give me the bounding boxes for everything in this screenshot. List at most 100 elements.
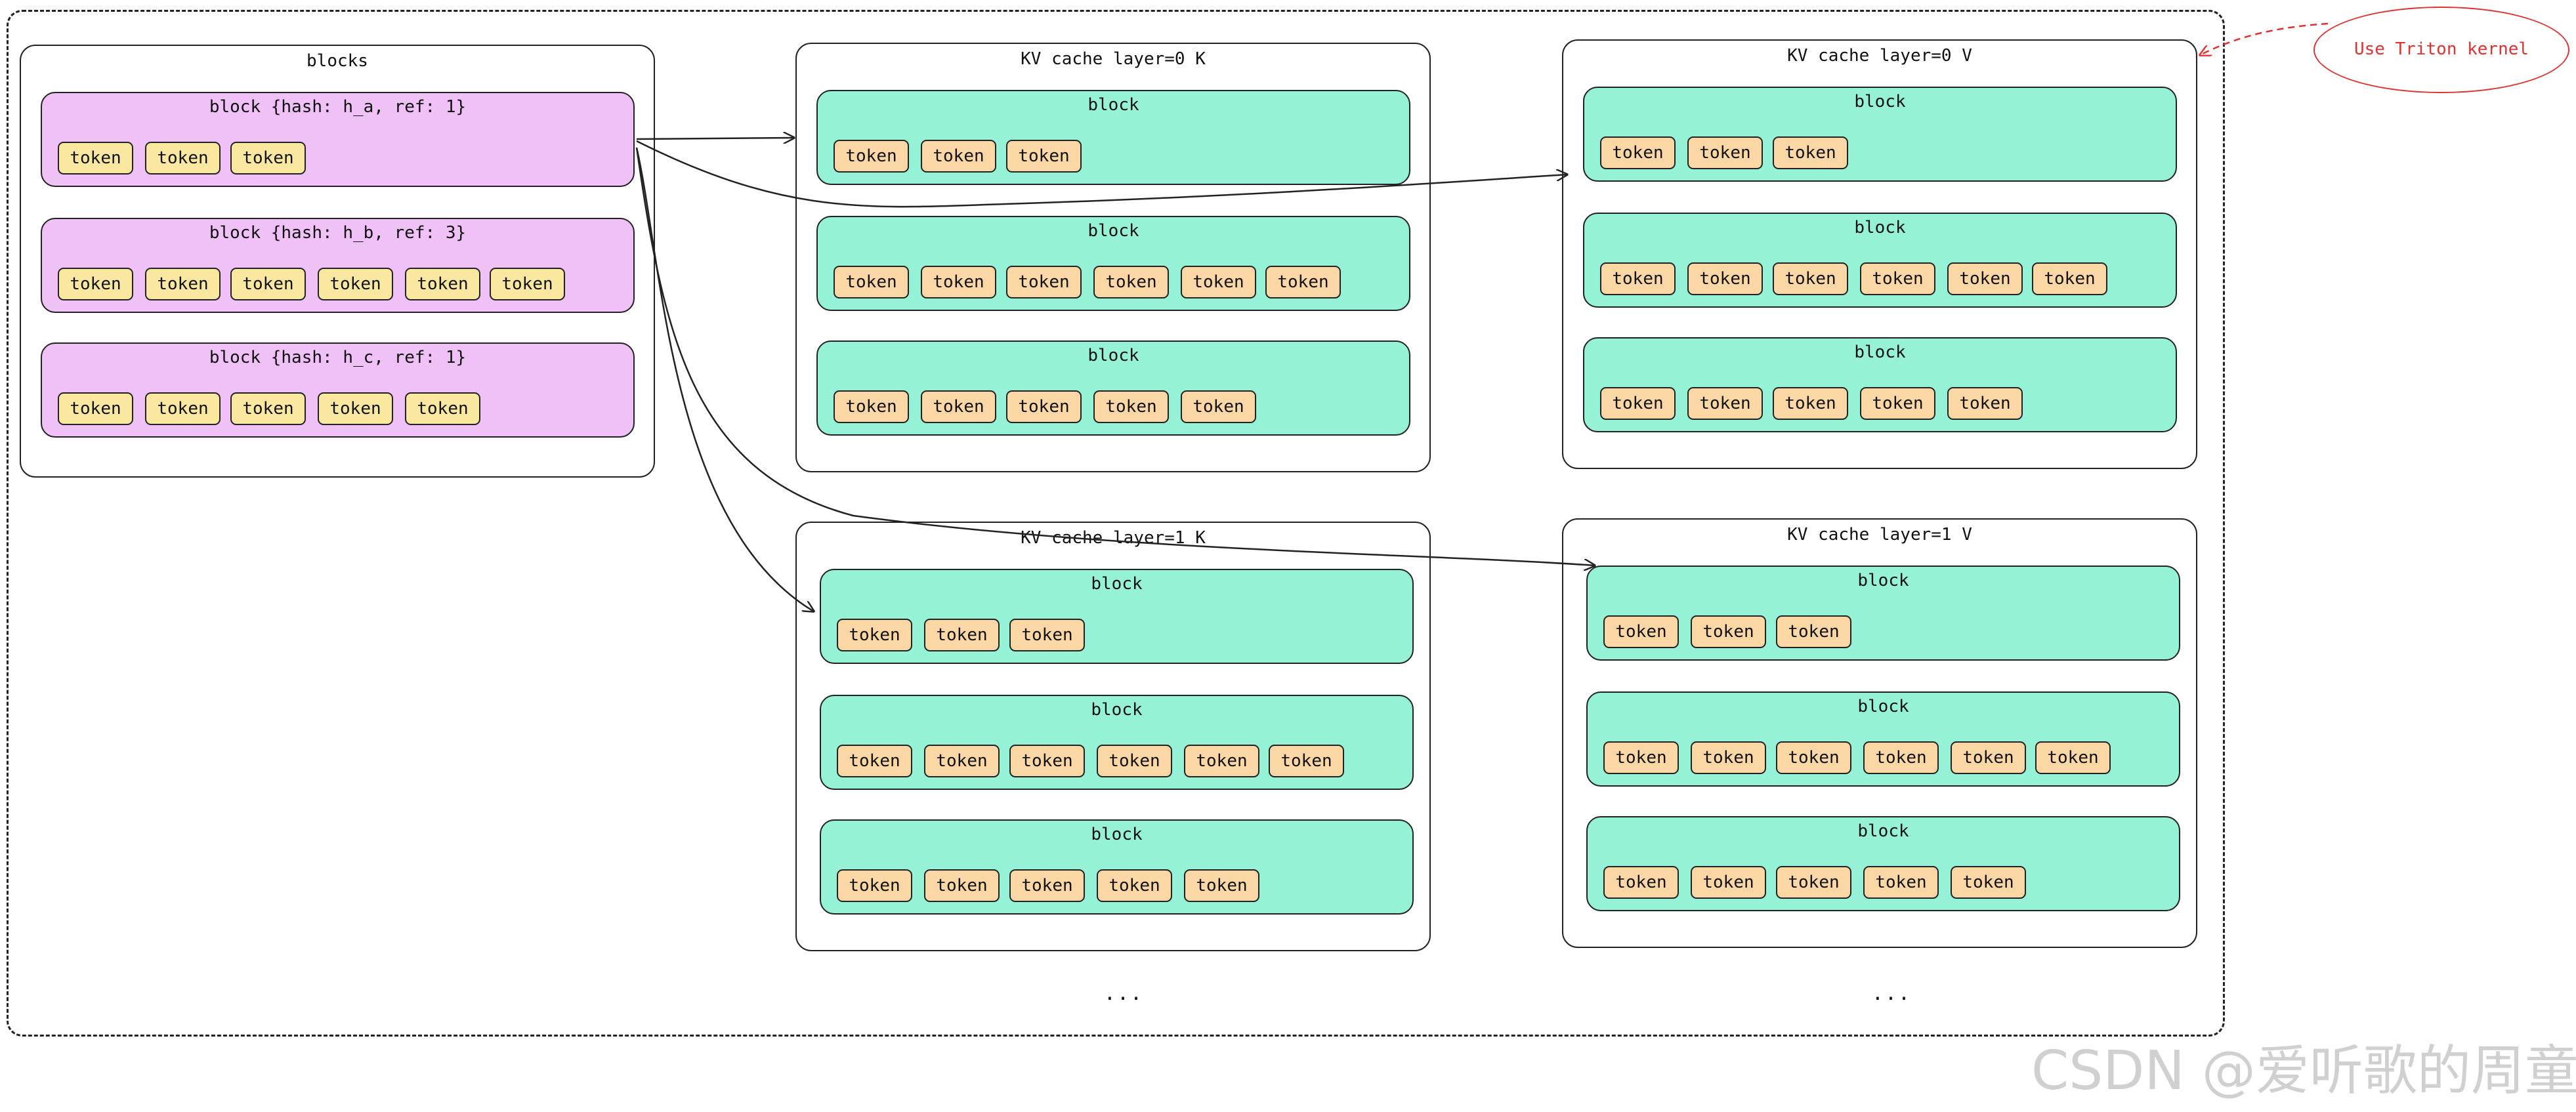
token: token	[1093, 266, 1169, 299]
token: token	[924, 745, 1000, 777]
kv-cache-layer0-v: KV cache layer=0 V block token token tok…	[1562, 39, 2197, 469]
token: token	[318, 268, 393, 300]
block-title: block	[1854, 92, 1906, 112]
token: token	[1773, 387, 1848, 420]
token: token	[145, 142, 221, 175]
container-title: KV cache layer=0 V	[1787, 46, 1972, 66]
triton-note: Use Triton kernel	[2313, 7, 2569, 93]
token: token	[1600, 262, 1676, 295]
kv-block: block token token token token token	[820, 819, 1414, 915]
token: token	[1093, 390, 1169, 423]
token: token	[1773, 262, 1848, 295]
container-title: KV cache layer=1 V	[1787, 525, 1972, 545]
ellipsis-layer-v: ...	[1871, 982, 1912, 1005]
token: token	[1776, 866, 1851, 899]
arrow-to-layer1-v	[635, 147, 1595, 566]
note-arrow	[2200, 22, 2329, 55]
block-h_a: block {hash: h_a, ref: 1} token token to…	[41, 92, 635, 187]
token: token	[1184, 745, 1259, 777]
container-title: KV cache layer=0 K	[1021, 49, 1206, 69]
token: token	[1265, 266, 1341, 299]
token: token	[1951, 741, 2026, 774]
block-title: block	[1087, 221, 1139, 241]
token: token	[834, 140, 909, 173]
token: token	[1009, 745, 1085, 777]
arrow-to-layer1-k	[635, 147, 814, 611]
block-title: block	[1091, 700, 1143, 720]
token: token	[1863, 741, 1939, 774]
arrow-to-layer0-v	[636, 140, 1567, 208]
outer-dashed-frame	[7, 10, 2225, 1037]
block-title: block	[1087, 95, 1139, 115]
token: token	[1600, 136, 1676, 169]
kv-cache-layer1-v: KV cache layer=1 V block token token tok…	[1562, 518, 2197, 948]
token: token	[405, 392, 480, 425]
kv-block: block token token token token token	[1583, 337, 2177, 432]
token: token	[1947, 387, 2023, 420]
token: token	[230, 392, 306, 425]
block-title: block {hash: h_c, ref: 1}	[209, 348, 467, 367]
block-h_c: block {hash: h_c, ref: 1} token token to…	[41, 342, 635, 438]
token: token	[1687, 387, 1763, 420]
token: token	[1603, 741, 1679, 774]
token: token	[1603, 866, 1679, 899]
block-title: block	[1091, 825, 1143, 844]
token: token	[921, 140, 996, 173]
token: token	[1269, 745, 1344, 777]
token: token	[1181, 390, 1256, 423]
token: token	[2035, 741, 2111, 774]
token: token	[837, 745, 912, 777]
token: token	[58, 392, 133, 425]
block-title: block	[1857, 697, 1909, 716]
token: token	[318, 392, 393, 425]
token: token	[1863, 866, 1939, 899]
token: token	[405, 268, 480, 300]
token: token	[145, 268, 221, 300]
token: token	[1600, 387, 1676, 420]
kv-block: block token token token token token toke…	[1586, 691, 2180, 787]
container-title: blocks	[306, 51, 368, 71]
token: token	[58, 142, 133, 175]
token: token	[1691, 741, 1766, 774]
token: token	[924, 869, 1000, 902]
token: token	[924, 619, 1000, 651]
kv-block: block token token token token token	[1586, 816, 2180, 911]
token: token	[58, 268, 133, 300]
token: token	[1860, 262, 1935, 295]
kv-block: block token token token	[820, 569, 1414, 664]
token: token	[1687, 136, 1763, 169]
token: token	[1773, 136, 1848, 169]
kv-block: block token token token	[816, 90, 1410, 185]
token: token	[1006, 390, 1082, 423]
block-title: block	[1854, 218, 1906, 237]
blocks-container: blocks block {hash: h_a, ref: 1} token t…	[20, 45, 655, 478]
token: token	[1776, 741, 1851, 774]
block-title: block	[1091, 574, 1143, 594]
token: token	[837, 619, 912, 651]
token: token	[145, 392, 221, 425]
kv-cache-layer0-k: KV cache layer=0 K block token token tok…	[795, 43, 1431, 472]
kv-block: block token token token token token toke…	[1583, 213, 2177, 308]
token: token	[1947, 262, 2023, 295]
block-title: block {hash: h_b, ref: 3}	[209, 223, 467, 243]
token: token	[490, 268, 565, 300]
token: token	[1181, 266, 1256, 299]
token: token	[1009, 869, 1085, 902]
token: token	[1951, 866, 2026, 899]
token: token	[834, 266, 909, 299]
kv-block: block token token token token token toke…	[816, 216, 1410, 311]
token: token	[921, 390, 996, 423]
token: token	[834, 390, 909, 423]
kv-block: block token token token	[1583, 87, 2177, 182]
token: token	[1097, 869, 1172, 902]
token: token	[1006, 266, 1082, 299]
token: token	[1009, 619, 1085, 651]
kv-block: block token token token token token toke…	[820, 695, 1414, 790]
kv-block: block token token token	[1586, 566, 2180, 661]
token: token	[1691, 615, 1766, 648]
token: token	[1006, 140, 1082, 173]
kv-block: block token token token token token	[816, 340, 1410, 436]
block-h_b: block {hash: h_b, ref: 3} token token to…	[41, 218, 635, 313]
token: token	[1687, 262, 1763, 295]
